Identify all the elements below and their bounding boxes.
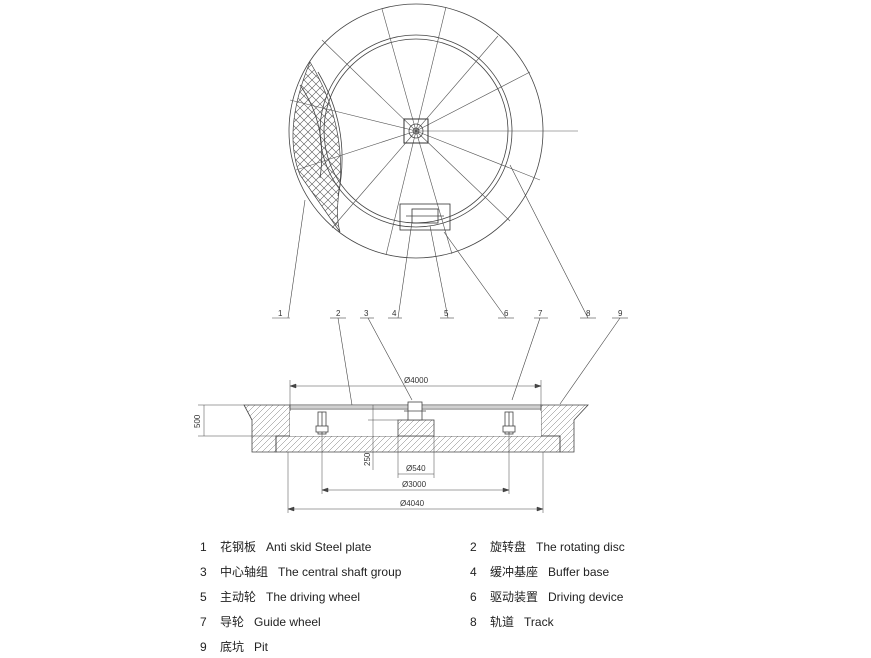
callouts [272,164,628,406]
pit-floor [275,435,561,453]
legend-item-6: 6 驱动装置 Driving device [470,588,623,605]
dim-shaft-depth: 250 [363,452,372,466]
legend-zh: 底坑 [220,640,245,654]
callout-1: 1 [278,309,283,318]
legend-num: 6 [470,590,477,604]
legend-en: Track [524,615,554,629]
legend-num: 2 [470,540,477,554]
callout-8: 8 [586,309,591,318]
legend-item-9: 9 底坑 Pit [200,638,268,655]
legend-en: Guide wheel [254,615,321,629]
legend-item-1: 1 花钢板 Anti skid Steel plate [200,538,371,555]
legend-num: 3 [200,565,207,579]
dimension-lines [198,380,544,513]
legend-en: Pit [254,640,269,654]
legend-num: 1 [200,540,207,554]
guide-wheel-right [502,411,516,435]
driving-device-top [399,203,451,231]
dim-track-dia: Ø3000 [402,480,427,489]
legend-en: The driving wheel [266,590,361,604]
legend-num: 4 [470,565,477,579]
dim-outer-top: Ø4000 [404,376,429,385]
legend-zh: 花钢板 [220,540,257,554]
legend-item-3: 3 中心轴组 The central shaft group [200,563,401,580]
anti-skid-plate-area [292,61,341,233]
callout-5: 5 [444,309,449,318]
legend-zh: 驱动装置 [490,590,539,604]
legend-zh: 中心轴组 [220,565,269,579]
legend-en: Driving device [548,590,624,604]
section-view [243,401,589,453]
callout-9: 9 [618,309,623,318]
top-view [288,3,578,259]
radial-spokes [289,6,578,256]
legend-en: Buffer base [548,565,610,579]
legend-en: The rotating disc [536,540,625,554]
legend-zh: 缓冲基座 [490,565,539,579]
legend-num: 5 [200,590,207,604]
dim-height: 500 [193,414,202,428]
legend-num: 7 [200,615,207,629]
callout-2: 2 [336,309,341,318]
dim-outer-bottom: Ø4040 [400,499,425,508]
legend-zh: 旋转盘 [490,540,527,554]
legend-en: Anti skid Steel plate [266,540,372,554]
callout-4: 4 [392,309,397,318]
guide-wheel-left [315,411,329,435]
legend-item-4: 4 缓冲基座 Buffer base [470,563,609,580]
technical-drawing: 1 2 3 4 5 6 7 8 9 [193,3,628,513]
callout-3: 3 [364,309,369,318]
legend-item-2: 2 旋转盘 The rotating disc [470,538,625,555]
legend-item-5: 5 主动轮 The driving wheel [200,588,360,605]
center-hub [403,118,429,144]
legend-zh: 主动轮 [220,590,257,604]
legend-zh: 轨道 [490,615,515,629]
legend-item-7: 7 导轮 Guide wheel [200,613,321,630]
callout-7: 7 [538,309,543,318]
legend-item-8: 8 轨道 Track [470,613,554,630]
legend-num: 8 [470,615,477,629]
dimension-labels: Ø4000 500 250 Ø540 Ø3000 Ø4040 [193,376,429,508]
callout-6: 6 [504,309,509,318]
dim-shaft-dia: Ø540 [406,464,426,473]
legend-en: The central shaft group [278,565,402,579]
legend-num: 9 [200,640,207,654]
callout-labels: 1 2 3 4 5 6 7 8 9 [278,309,623,318]
legend-zh: 导轮 [220,615,245,629]
